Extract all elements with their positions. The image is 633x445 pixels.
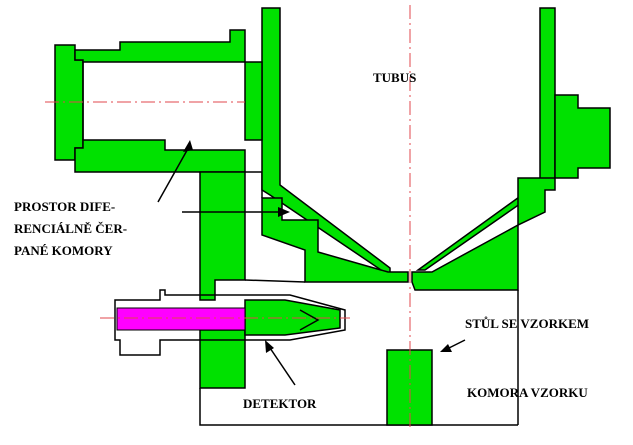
arrow-prostor-top bbox=[157, 144, 191, 203]
sample-stage bbox=[386, 349, 433, 426]
left-column-base bbox=[199, 388, 245, 426]
tubus bbox=[244, 7, 611, 278]
detector-rod bbox=[116, 307, 246, 331]
side-port-upper-wall bbox=[74, 29, 246, 63]
sample-stage-block bbox=[386, 349, 433, 426]
label-stul: STŮL SE VZORKEM bbox=[465, 316, 589, 331]
arrow-detektor-head bbox=[265, 340, 274, 353]
lower-cone-left bbox=[261, 197, 409, 283]
left-column-lower-wall bbox=[199, 329, 246, 389]
side-port bbox=[54, 29, 246, 173]
side-port-lower-wall bbox=[74, 139, 246, 173]
tubus-right-lower-wall bbox=[517, 177, 556, 227]
arrow-prostor-top-head bbox=[183, 140, 193, 152]
lower-cone bbox=[244, 197, 519, 426]
arrows bbox=[157, 140, 466, 386]
label-prostor-line1: PROSTOR DIFE- bbox=[14, 199, 115, 214]
labels: TUBUS PROSTOR DIFE- RENCIÁLNĚ ČER- PANÉ … bbox=[14, 70, 589, 411]
tubus-left-shoulder bbox=[244, 61, 263, 141]
arrow-detektor bbox=[267, 344, 296, 386]
label-prostor-line3: PANÉ KOMORY bbox=[14, 243, 113, 258]
label-komora: KOMORA VZORKU bbox=[467, 385, 588, 400]
lower-cone-outline-left bbox=[244, 279, 306, 283]
axes bbox=[45, 5, 411, 430]
label-prostor-line2: RENCIÁLNĚ ČER- bbox=[14, 221, 127, 236]
detector-tip bbox=[299, 309, 320, 331]
left-column-top-step bbox=[245, 171, 263, 198]
left-column-wall bbox=[199, 171, 246, 301]
detector-housing bbox=[114, 289, 346, 356]
label-detektor: DETEKTOR bbox=[243, 396, 317, 411]
left-column bbox=[199, 171, 263, 426]
tubus-right-wall bbox=[415, 7, 556, 271]
tubus-right-flange bbox=[554, 94, 611, 179]
lower-cone-right bbox=[411, 223, 519, 291]
arrow-stul-head bbox=[440, 344, 452, 352]
arrow-prostor-mid-head bbox=[278, 207, 290, 217]
label-tubus: TUBUS bbox=[373, 70, 416, 85]
